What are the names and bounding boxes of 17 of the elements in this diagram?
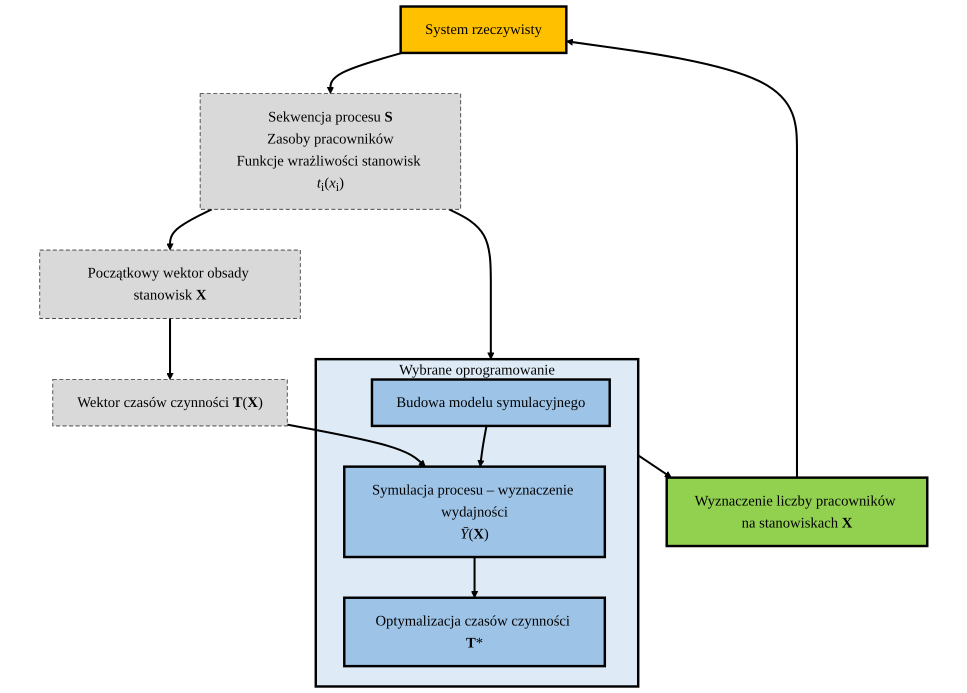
arrow	[566, 38, 798, 478]
node-box: System rzeczywisty	[399, 5, 568, 54]
arrow	[448, 208, 494, 360]
node-box: Optymalizacja czasów czynności T*	[343, 596, 606, 668]
arrow	[477, 426, 488, 467]
arrow	[326, 52, 402, 94]
node-box: Wektor czasów czynności T(X)	[52, 379, 288, 426]
node-box: Budowa modelu symulacyjnego	[370, 378, 611, 428]
node-box: Wyznaczenie liczby pracowników na stanowiskach X	[665, 476, 928, 548]
node-box: Początkowy wektor obsady stanowisk X	[39, 250, 301, 319]
arrow	[166, 318, 174, 380]
node-box: Sekwencja procesu S Zasoby pracowników Funkcje wrażliwości stanowisk t$_{i}$(x$_{i}$)	[200, 93, 462, 210]
arrow	[470, 557, 478, 598]
arrow	[287, 424, 426, 467]
arrow	[638, 454, 672, 478]
arrow	[166, 208, 212, 250]
node-box: Symulacja procesu – wyznaczenie wydajności Ȳ(X)	[343, 465, 606, 558]
